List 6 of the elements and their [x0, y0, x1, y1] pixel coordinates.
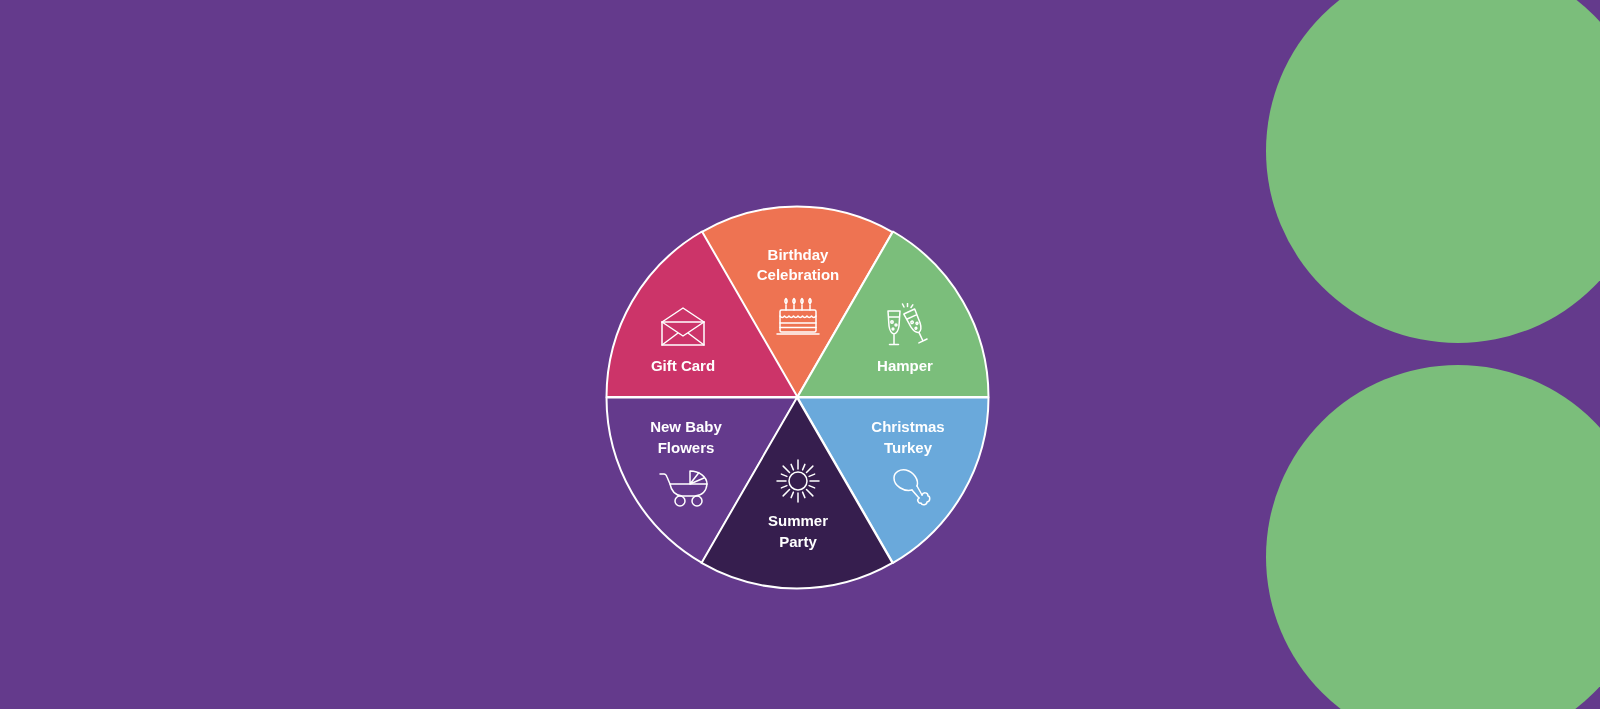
segment-label: Hamper	[876, 356, 934, 376]
segment-label: Summer Party	[767, 511, 829, 552]
segment-label: Birthday Celebration	[756, 245, 840, 285]
segment-label: New Baby Flowers	[649, 417, 723, 458]
segment-label: Gift Card	[650, 356, 716, 376]
segment-label: Christmas Turkey	[870, 417, 946, 458]
